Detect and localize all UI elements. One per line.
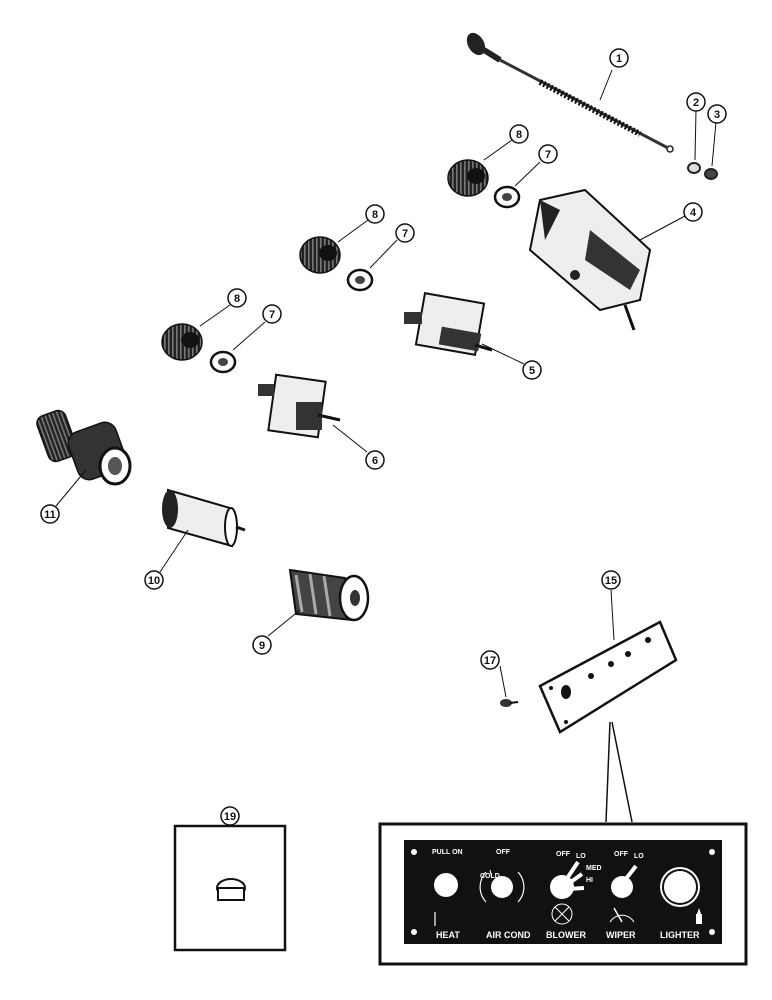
detail-leader-lines [605, 721, 633, 823]
callout-9: 9 [252, 609, 301, 655]
part-10-lighter-socket [162, 488, 246, 548]
wiper-icon [609, 907, 635, 923]
part-7-nut-top [493, 185, 521, 209]
blower-knob [550, 860, 585, 899]
control-panel-detail: PULL ON OFF COLD OFF LO MED HI OFF LO HE… [378, 822, 748, 966]
svg-text:8: 8 [234, 293, 240, 305]
lighter-socket-hole [660, 867, 700, 907]
wiper-knob [611, 864, 638, 898]
svg-text:10: 10 [148, 575, 160, 587]
label-off-wiper: OFF [614, 851, 629, 858]
part-2-washer [687, 162, 701, 174]
lighter-icon [696, 908, 702, 924]
air-cond-knob [479, 869, 525, 903]
label-lo-wiper: LO [634, 853, 644, 860]
svg-text:6: 6 [372, 455, 378, 467]
svg-text:2: 2 [693, 97, 699, 109]
fan-icon [551, 903, 573, 925]
callout-11: 11 [40, 469, 87, 524]
svg-text:11: 11 [44, 509, 56, 521]
label-off-air: OFF [496, 849, 511, 856]
callout-15: 15 [601, 570, 621, 641]
heat-knob [434, 873, 458, 897]
svg-text:4: 4 [690, 207, 697, 219]
label-hi: HI [586, 877, 593, 884]
svg-text:17: 17 [484, 655, 496, 667]
label-cold: COLD [480, 873, 500, 880]
part-7-nut-middle [346, 268, 374, 292]
svg-text:15: 15 [605, 575, 617, 587]
svg-text:1: 1 [616, 53, 622, 65]
svg-text:7: 7 [269, 309, 275, 321]
svg-text:7: 7 [545, 149, 551, 161]
part-19-plug-box [173, 824, 287, 952]
part-8-knob-lower [161, 323, 203, 361]
part-6-switch [258, 373, 341, 439]
callout-3: 3 [707, 104, 727, 167]
callout-8-lower: 8 [199, 288, 247, 327]
part-1-control-cable [466, 32, 674, 153]
callout-19: 19 [220, 806, 240, 826]
callout-7-middle: 7 [369, 223, 415, 269]
part-4-switch-housing [528, 188, 652, 331]
part-8-knob-middle [299, 236, 341, 274]
part-17-screw [500, 699, 519, 707]
label-wiper: WIPER [606, 930, 636, 940]
svg-text:19: 19 [224, 811, 236, 823]
label-pull-on: PULL ON [432, 849, 463, 856]
label-air-cond: AIR COND [486, 930, 531, 940]
label-heat: HEAT [436, 930, 460, 940]
part-9-knob [288, 568, 370, 622]
callout-8-middle: 8 [337, 204, 385, 243]
callout-7-top: 7 [514, 144, 558, 187]
label-lighter: LIGHTER [660, 930, 700, 940]
callout-8-top: 8 [483, 124, 529, 161]
part-11-lighter [36, 409, 132, 486]
callout-1: 1 [599, 48, 629, 101]
part-5-switch [404, 292, 493, 356]
part-15-mounting-plate [538, 620, 678, 734]
part-7-nut-lower [209, 350, 237, 374]
callout-4: 4 [639, 202, 703, 241]
label-off-blower: OFF [556, 851, 571, 858]
label-blower: BLOWER [546, 930, 586, 940]
part-3-nut [704, 168, 718, 180]
callout-17: 17 [480, 650, 507, 698]
label-lo-blower: LO [576, 853, 586, 860]
svg-text:8: 8 [516, 129, 522, 141]
svg-text:5: 5 [529, 365, 535, 377]
svg-text:8: 8 [372, 209, 378, 221]
svg-text:7: 7 [402, 228, 408, 240]
svg-text:9: 9 [259, 640, 265, 652]
callout-5: 5 [481, 343, 542, 380]
callout-6: 6 [332, 424, 385, 470]
svg-text:3: 3 [714, 109, 720, 121]
callout-7-lower: 7 [232, 304, 282, 351]
callout-2: 2 [686, 92, 706, 161]
label-med: MED [586, 865, 602, 872]
part-8-knob-top [447, 159, 489, 197]
callout-10: 10 [144, 529, 189, 590]
